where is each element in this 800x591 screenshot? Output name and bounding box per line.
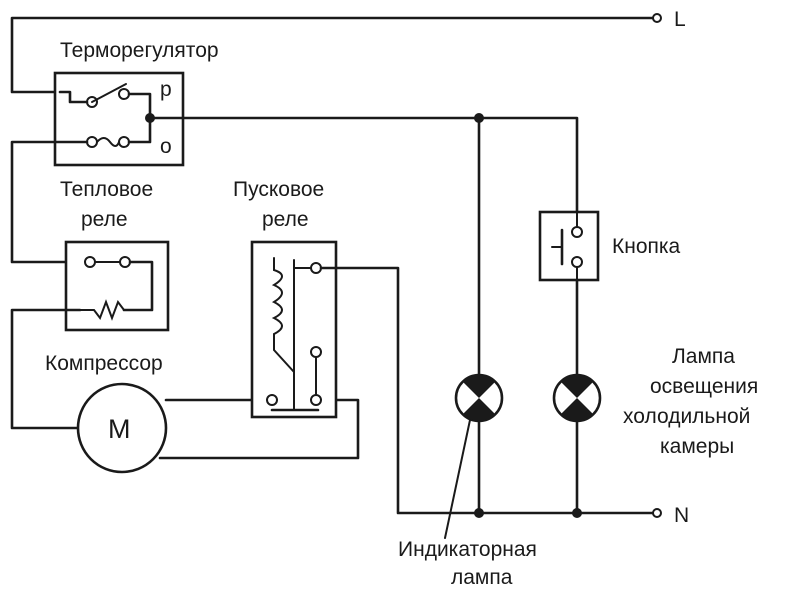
thermostat-output-wire <box>148 116 579 214</box>
indicator-lamp-leader <box>444 419 471 539</box>
start-relay-label-2: реле <box>262 208 309 231</box>
start-relay <box>250 240 338 419</box>
thermostat-label: Терморегулятор <box>60 39 219 62</box>
contact-o-label: о <box>160 135 172 158</box>
chamber-lamp <box>552 373 602 423</box>
compressor-motor <box>76 382 168 474</box>
indicator-lamp-label-2: лампа <box>451 566 513 589</box>
junction-bottom-left <box>474 508 484 518</box>
motor-label: М <box>108 414 131 444</box>
junction-bottom-right <box>572 508 582 518</box>
thermal-relay <box>64 240 170 332</box>
button-switch <box>538 210 600 282</box>
start-relay-to-n-wire <box>319 266 657 515</box>
line-l-label: L <box>674 8 686 31</box>
line-l-wire <box>10 13 662 94</box>
start-relay-label-1: Пусковое <box>233 178 324 201</box>
chamber-lamp-label-2: освещения <box>650 375 758 398</box>
button-label: Кнопка <box>612 235 681 258</box>
contact-p-label: р <box>160 78 172 101</box>
chamber-lamp-label-1: Лампа <box>672 345 735 368</box>
thermostat-to-thermal-relay-wire <box>10 140 92 264</box>
chamber-lamp-label-4: камеры <box>660 435 734 458</box>
thermal-relay-label-2: реле <box>81 208 128 231</box>
chamber-lamp-label-3: холодильной <box>623 405 750 428</box>
thermal-relay-label-1: Тепловое <box>60 178 153 201</box>
compressor-label: Компрессор <box>45 352 163 375</box>
line-n-label: N <box>674 504 689 527</box>
thermal-relay-to-motor-wire <box>10 308 82 430</box>
indicator-lamp <box>454 373 504 423</box>
motor-return-wire <box>158 398 360 460</box>
line-n-terminal <box>652 508 662 518</box>
indicator-lamp-label-1: Индикаторная <box>398 538 537 561</box>
